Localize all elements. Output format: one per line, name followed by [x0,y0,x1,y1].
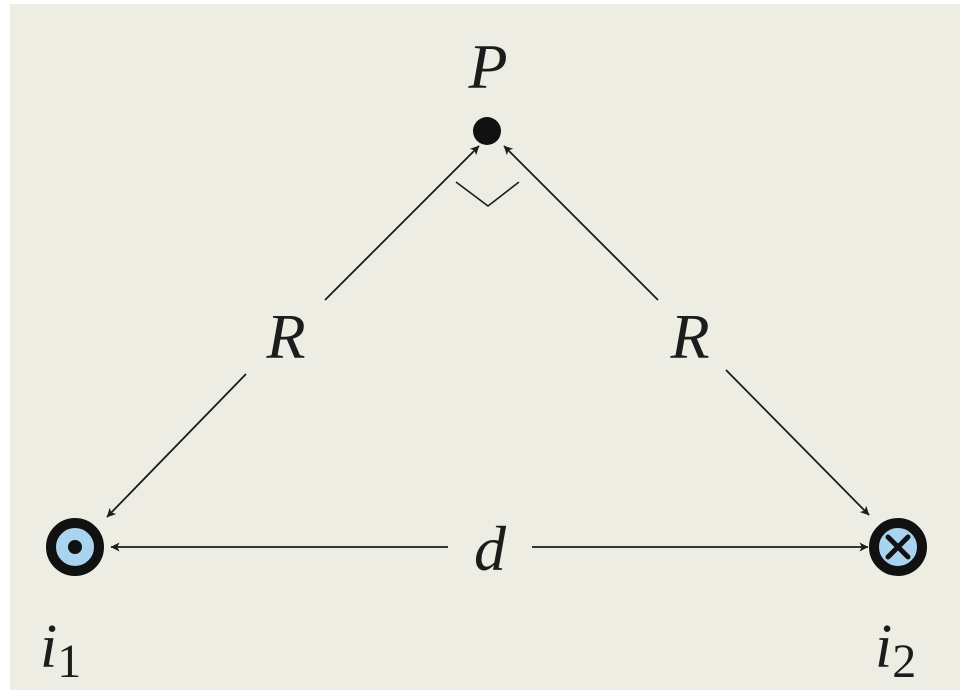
label-r-right: R [669,301,709,372]
label-r-left: R [265,301,305,372]
figure-panel: P R R d i1 i2 [10,4,960,690]
wire-i2-into-page-icon [869,518,927,576]
label-i1: i1 [40,613,81,688]
label-p: P [467,31,507,102]
left-r-line-lower [106,373,247,518]
left-r-line-upper [324,145,480,301]
label-d: d [474,513,507,584]
label-i1-subscript: 1 [57,635,81,688]
right-r-line-lower [725,369,870,516]
wire-i1-out-of-page-icon [46,518,104,576]
magnetic-field-diagram: P R R d i1 i2 [40,31,927,688]
label-i2: i2 [875,613,916,688]
label-i1-symbol: i [40,613,57,681]
label-i2-subscript: 2 [892,635,916,688]
point-p-dot [473,117,501,145]
right-r-line-upper [503,145,659,301]
label-i2-symbol: i [875,613,892,681]
right-angle-marker [455,181,520,208]
